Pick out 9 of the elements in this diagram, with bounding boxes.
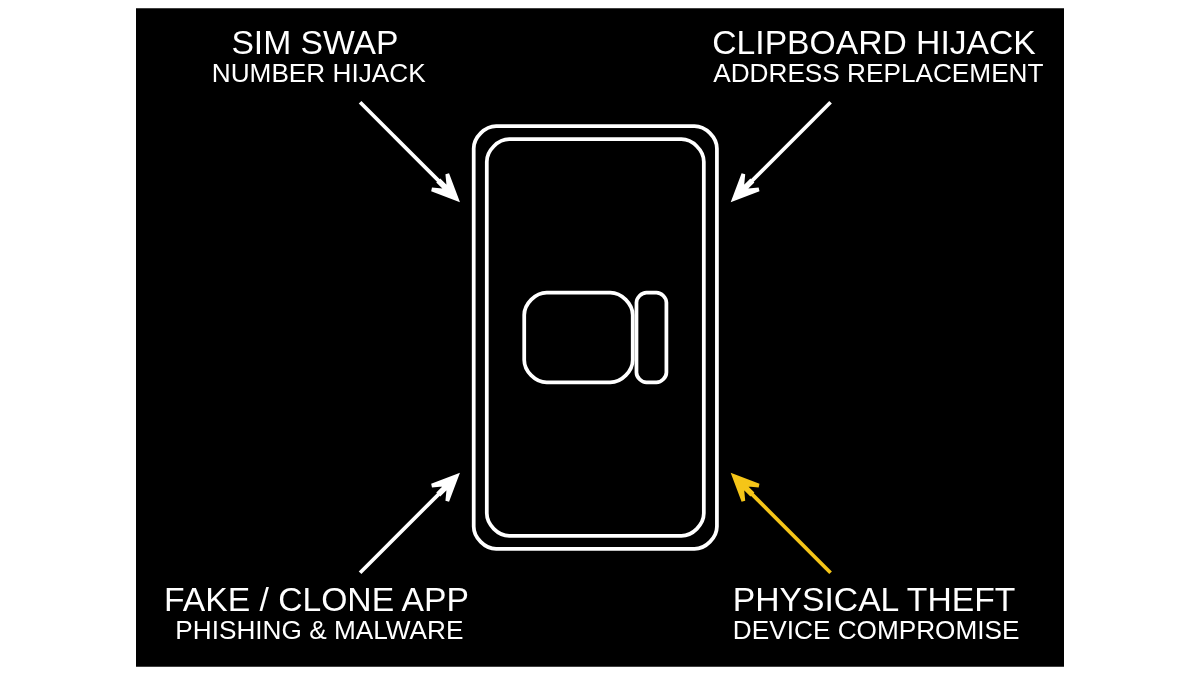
node-picture bbox=[471, 124, 719, 551]
node-text: PHYSICAL THEFT DEVICE COMPROMISE bbox=[732, 581, 1020, 646]
arrow bbox=[358, 100, 459, 201]
node-text: FAKE / CLONE APP PHISHING & MALWARE bbox=[164, 581, 469, 646]
arrow bbox=[732, 474, 832, 575]
node-text: SIM SWAP NUMBER HIJACK bbox=[211, 23, 426, 88]
arrow bbox=[732, 100, 832, 201]
arrow bbox=[358, 474, 459, 575]
node-text: CLIPBOARD HIJACK ADDRESS REPLACEMENT bbox=[712, 23, 1044, 88]
